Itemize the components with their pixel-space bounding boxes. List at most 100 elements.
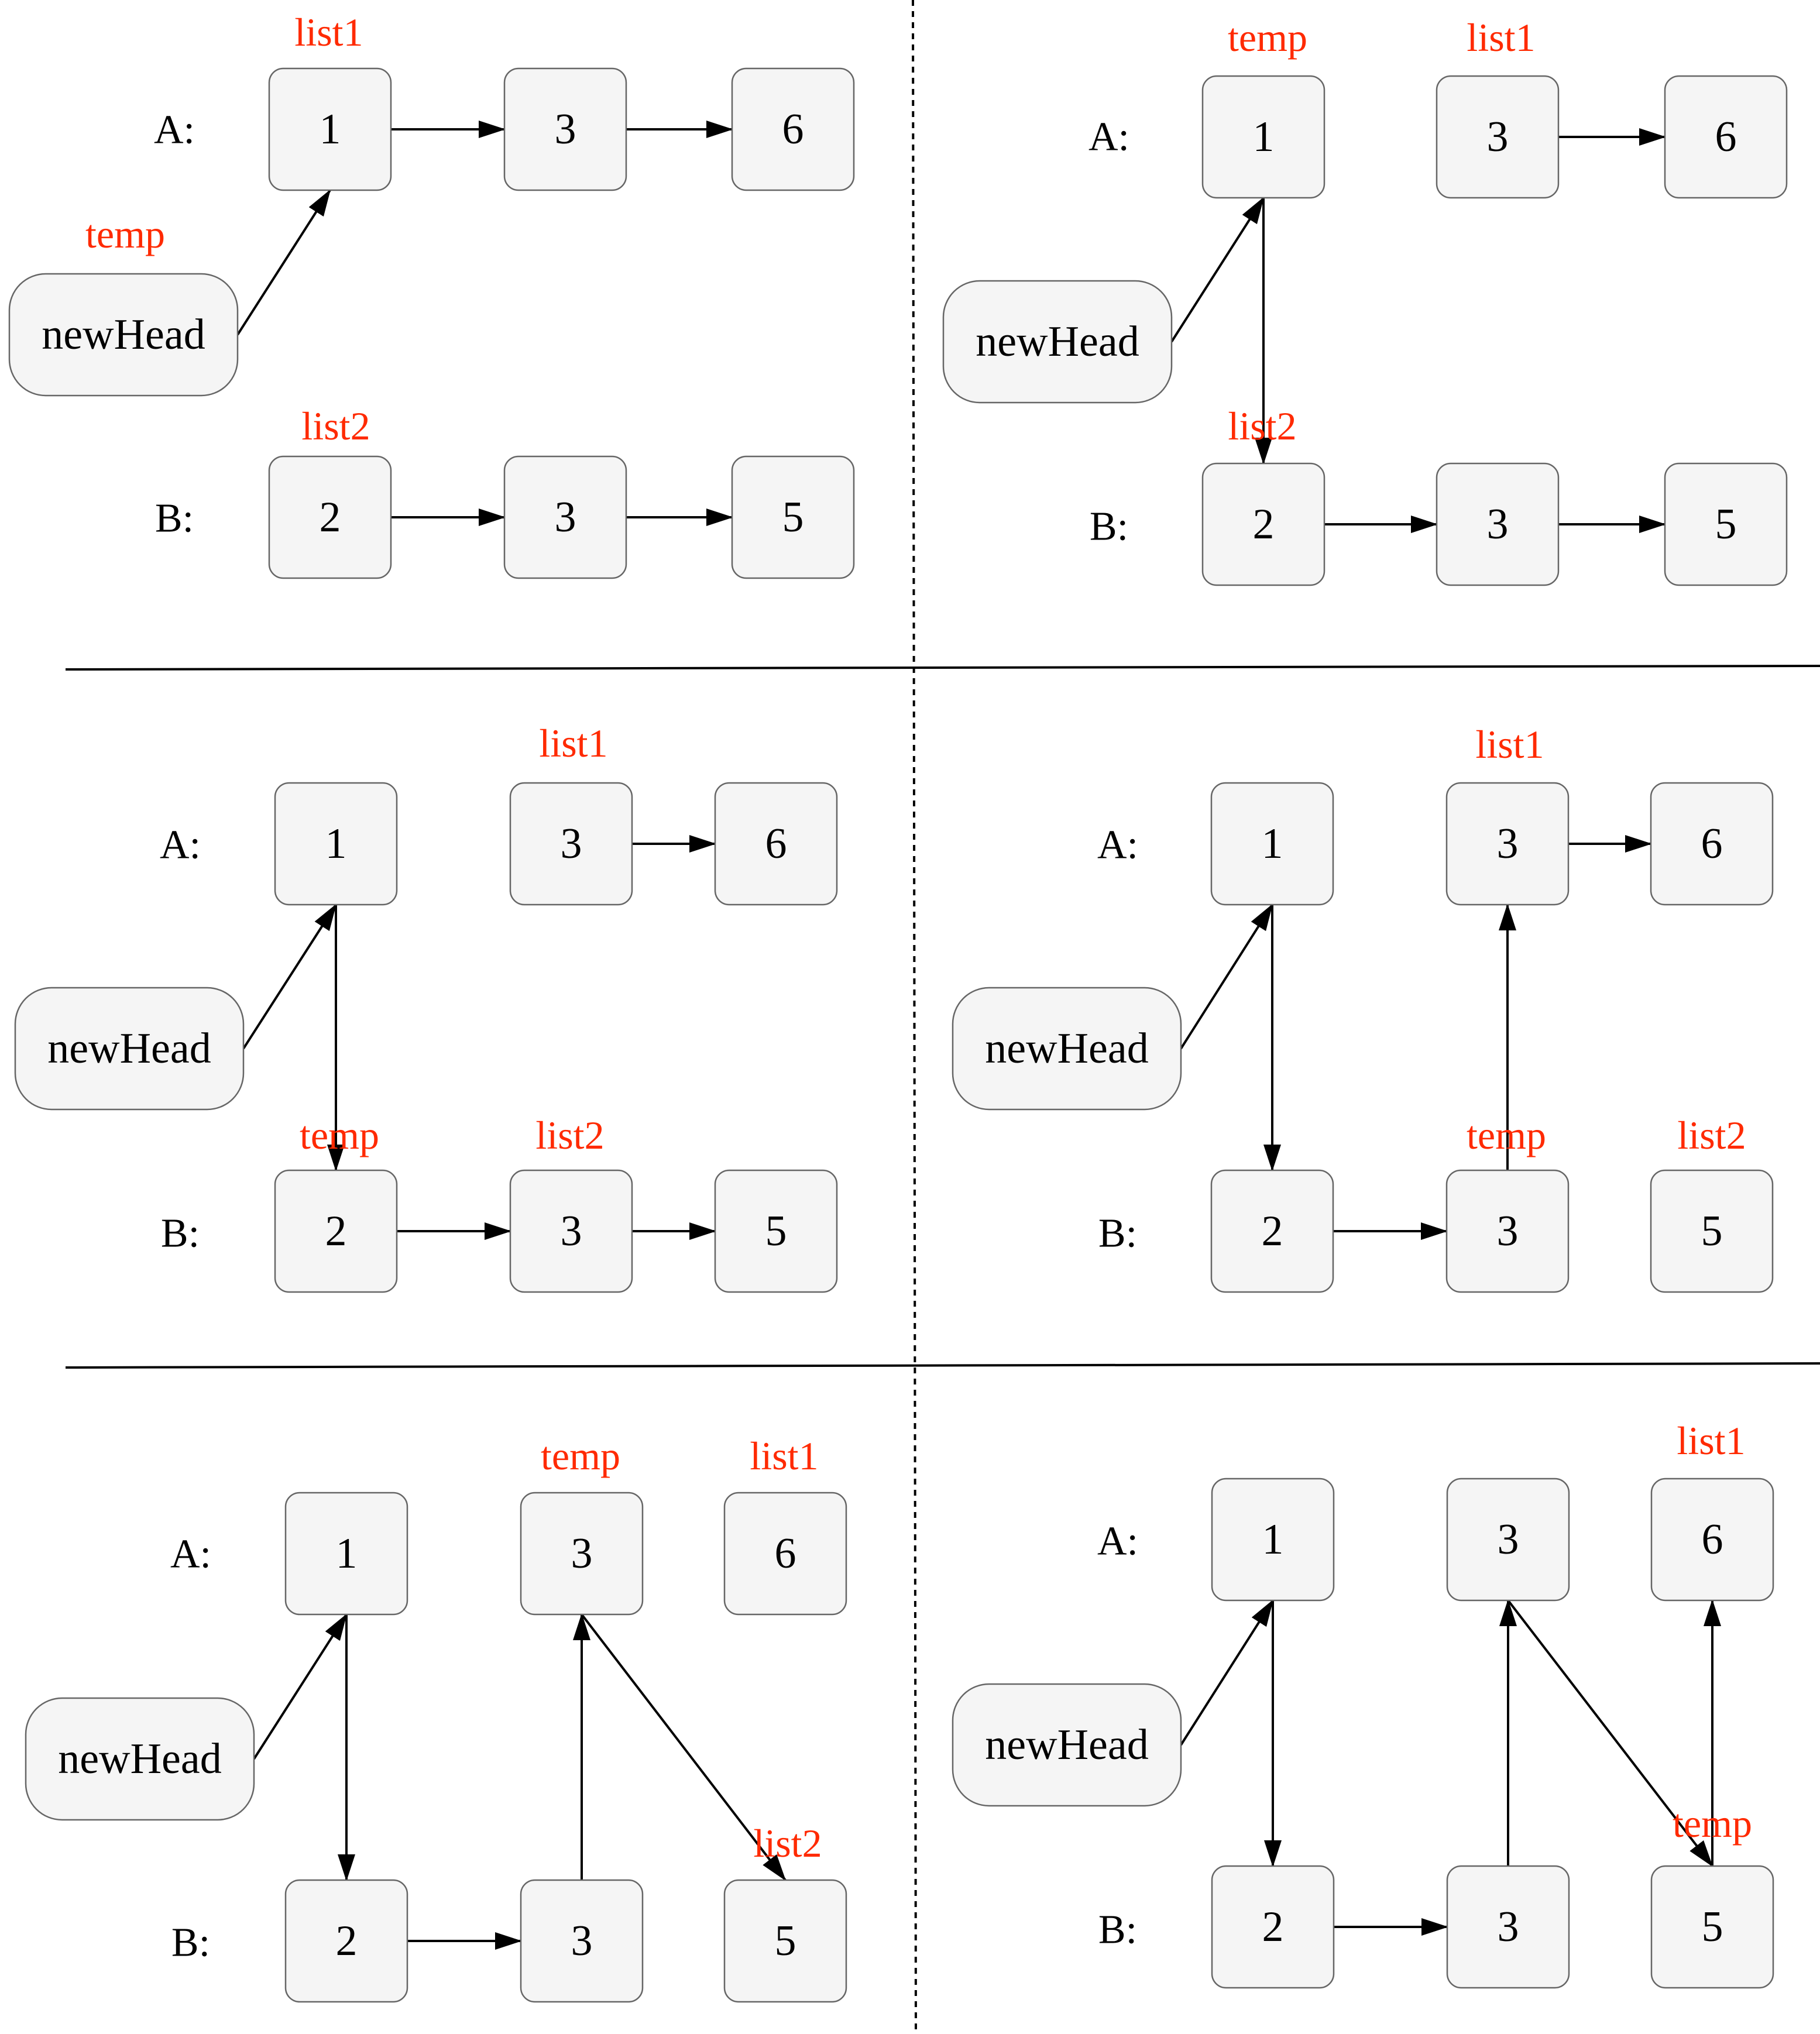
edge-head-to-a1 <box>1170 197 1265 343</box>
node-label: 6 <box>782 105 804 153</box>
node-label: newHead <box>985 1025 1148 1073</box>
node-label: 2 <box>325 1207 347 1255</box>
node-b3: 5 <box>1650 1169 1774 1293</box>
pointer-label-list1: list1 <box>539 721 607 765</box>
node-a2: 3 <box>1446 1478 1570 1602</box>
node-box <box>1664 462 1788 586</box>
node-box <box>731 455 855 579</box>
row-label-a: A: <box>154 108 195 153</box>
node-label: 5 <box>782 493 804 541</box>
panel-dividers <box>65 0 1820 2034</box>
node-a3: 6 <box>714 782 838 906</box>
node-newhead: newHead <box>25 1697 255 1821</box>
pointer-label-list1: list1 <box>750 1434 818 1478</box>
node-box <box>1201 75 1325 199</box>
node-a1: 1 <box>1201 75 1325 199</box>
pointer-label-list2: list2 <box>535 1113 604 1157</box>
pointer-label-list2: list2 <box>1677 1113 1746 1157</box>
node-a1: 1 <box>284 1492 408 1616</box>
row-label-b: B: <box>1098 1211 1137 1256</box>
node-a3: 6 <box>1664 75 1788 199</box>
node-label: 3 <box>555 105 576 153</box>
node-newhead: newHead <box>942 280 1173 404</box>
node-box <box>1211 1478 1335 1602</box>
horizontal-divider-bottom <box>65 1362 1820 1369</box>
node-label: 3 <box>1497 1207 1519 1255</box>
row-label-a: A: <box>160 823 201 868</box>
node-box <box>274 782 398 906</box>
node-box <box>952 1683 1182 1807</box>
node-box <box>1436 75 1560 199</box>
node-b3: 5 <box>723 1879 847 2003</box>
node-a2: 3 <box>1436 75 1560 199</box>
node-b2: 3 <box>1436 462 1560 586</box>
node-b2: 3 <box>1446 1865 1570 1989</box>
pointer-label-list1: list1 <box>1677 1418 1745 1463</box>
node-label: 3 <box>1498 1516 1519 1564</box>
node-label: 6 <box>765 820 787 868</box>
node-a2: 3 <box>1445 782 1570 906</box>
node-label: 6 <box>775 1530 796 1578</box>
node-label: 1 <box>320 105 341 153</box>
pointer-label-temp: temp <box>541 1434 620 1478</box>
node-a2: 3 <box>509 782 633 906</box>
vertical-divider <box>912 0 917 2034</box>
node-b3: 5 <box>731 455 855 579</box>
node-b3: 5 <box>714 1169 838 1293</box>
node-label: 3 <box>1497 820 1519 868</box>
node-a3: 6 <box>1650 782 1774 906</box>
edge-head-to-a1 <box>1180 903 1273 1050</box>
node-box <box>268 67 392 191</box>
node-newhead: newHead <box>14 987 245 1111</box>
node-box <box>274 1169 398 1293</box>
node-label: 3 <box>1487 113 1509 161</box>
node-box <box>952 987 1182 1111</box>
node-a2: 3 <box>503 67 627 191</box>
horizontal-divider-top <box>65 665 1820 671</box>
node-label: 3 <box>1498 1903 1519 1951</box>
node-b1: 2 <box>284 1879 408 2003</box>
node-label: newHead <box>42 311 205 359</box>
node-box <box>1650 782 1774 906</box>
row-label-a: A: <box>1097 823 1138 868</box>
node-label: 2 <box>320 493 341 541</box>
node-box <box>1445 1169 1570 1293</box>
node-b2: 3 <box>520 1879 644 2003</box>
pointer-label-list1: list1 <box>1475 722 1544 767</box>
pointer-label-temp: temp <box>85 212 165 256</box>
node-label: newHead <box>985 1721 1148 1769</box>
node-box <box>1446 1478 1570 1602</box>
node-newhead: newHead <box>952 987 1182 1111</box>
node-label: 1 <box>1253 113 1275 161</box>
row-label-a: A: <box>170 1532 211 1577</box>
node-box <box>284 1492 408 1616</box>
pointer-label-list2: list2 <box>301 404 370 448</box>
node-a3: 6 <box>723 1492 847 1616</box>
node-label: 5 <box>765 1207 787 1255</box>
node-box <box>520 1879 644 2003</box>
node-a3: 6 <box>1650 1478 1774 1602</box>
row-label-b: B: <box>1098 1908 1137 1953</box>
pointer-label-list1: list1 <box>1467 15 1535 60</box>
pointer-label-temp: temp <box>1673 1801 1752 1846</box>
node-box <box>1664 75 1788 199</box>
node-label: 1 <box>1262 820 1283 868</box>
node-b3: 5 <box>1664 462 1788 586</box>
row-label-b: B: <box>161 1211 200 1256</box>
edge-a2-to-b3 <box>1507 1599 1713 1867</box>
node-b1: 2 <box>274 1169 398 1293</box>
node-box <box>25 1697 255 1821</box>
node-box <box>509 1169 633 1293</box>
row-label-b: B: <box>171 1920 210 1966</box>
node-label: 6 <box>1701 820 1723 868</box>
node-box <box>1650 1478 1774 1602</box>
node-newhead: newHead <box>8 273 239 397</box>
node-b3: 5 <box>1650 1865 1774 1989</box>
node-b1: 2 <box>1211 1865 1335 1989</box>
node-b1: 2 <box>1201 462 1325 586</box>
node-label: 1 <box>336 1530 358 1578</box>
node-box <box>1211 1865 1335 1989</box>
